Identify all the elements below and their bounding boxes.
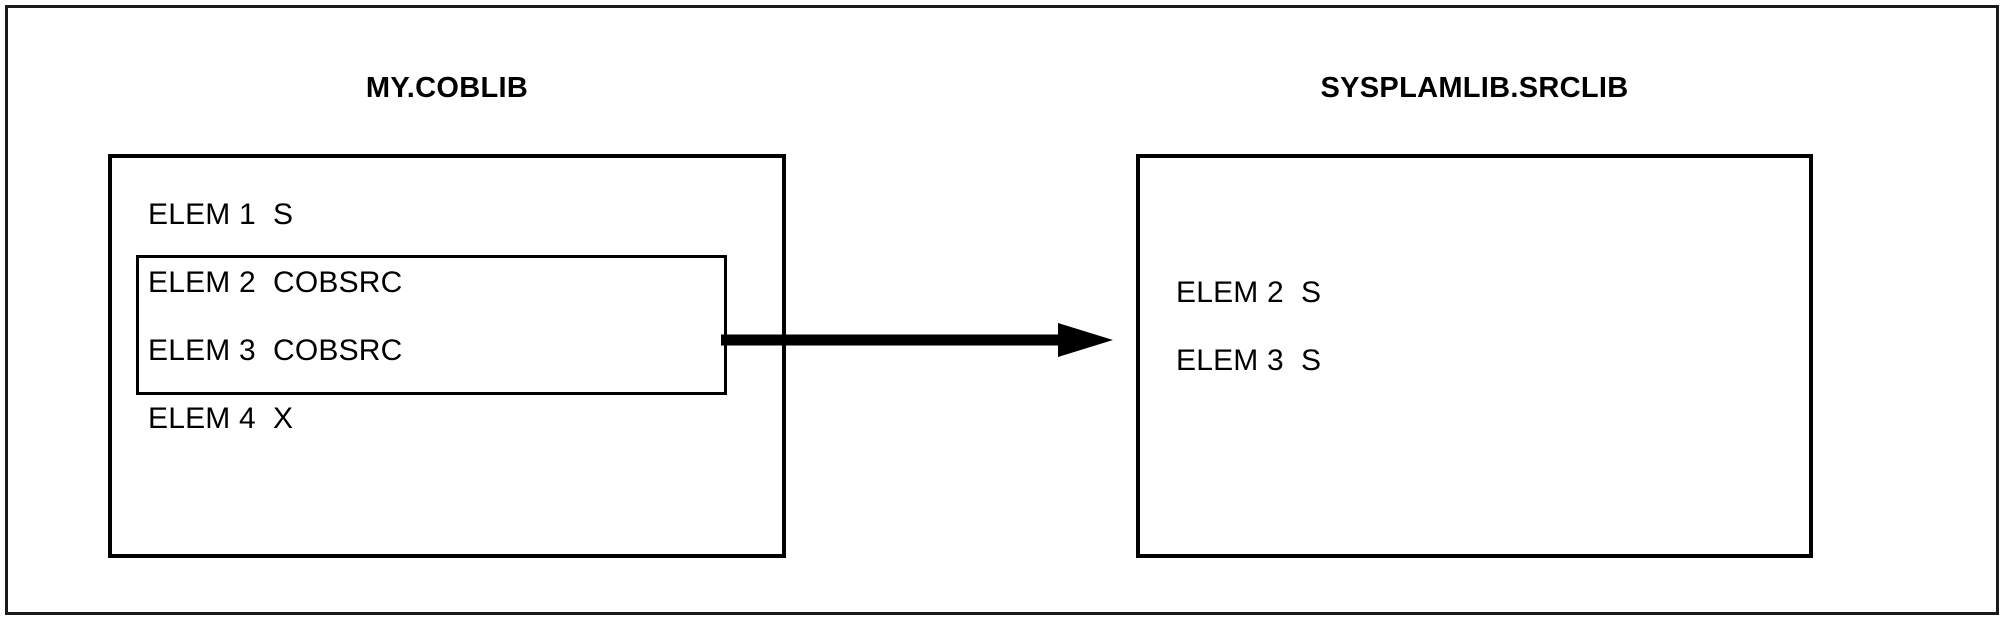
target-library-box: ELEM 2 S ELEM 3 S	[1136, 154, 1813, 558]
list-item: ELEM 3 COBSRC	[148, 334, 403, 367]
source-library-title: MY.COBLIB	[365, 72, 529, 104]
target-library-title: SYSPLAMLIB.SRCLIB	[1320, 72, 1629, 104]
list-item: ELEM 2 S	[1176, 276, 1322, 309]
right-arrow-icon	[721, 323, 1113, 357]
list-item: ELEM 2 COBSRC	[148, 266, 403, 299]
list-item: ELEM 1 S	[148, 198, 294, 231]
list-item: ELEM 3 S	[1176, 344, 1322, 377]
list-item: ELEM 4 X	[148, 402, 294, 435]
diagram-outer-frame: MY.COBLIB SYSPLAMLIB.SRCLIB ELEM 1 S ELE…	[5, 5, 1999, 615]
source-library-box: ELEM 1 S ELEM 2 COBSRC ELEM 3 COBSRC ELE…	[108, 154, 786, 558]
selected-elements-box	[136, 255, 727, 395]
